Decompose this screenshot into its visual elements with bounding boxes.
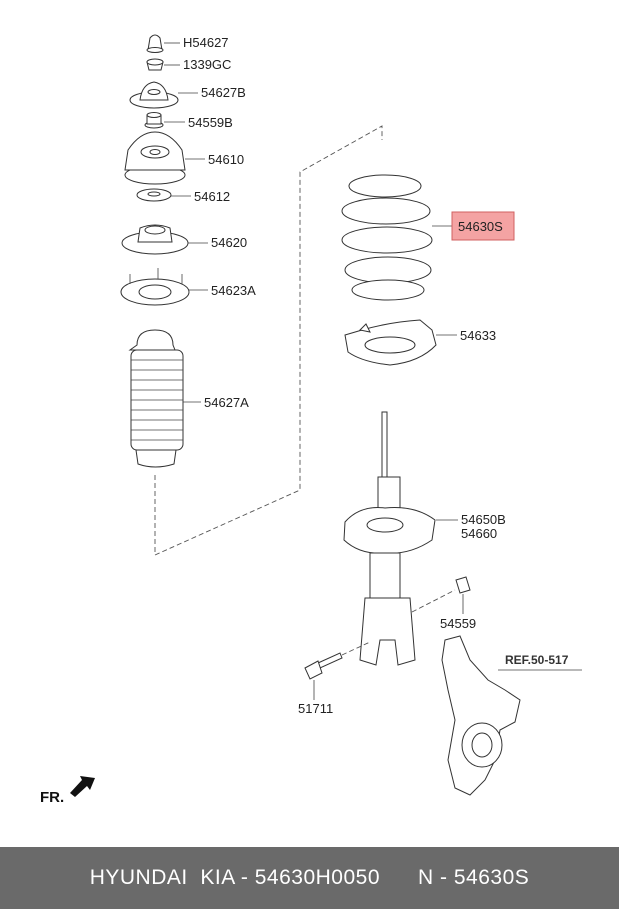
- parts-diagram: H54627 1339GC 54627B 54559B 54610 54612: [40, 34, 582, 806]
- label-54627a: 54627A: [204, 395, 249, 410]
- label-54559: 54559: [440, 616, 476, 631]
- upper-spring-seat-part: [120, 268, 190, 306]
- coil-spring-part: [341, 174, 433, 301]
- label-1339gc: 1339GC: [183, 57, 231, 72]
- strut-bearing-part: [121, 224, 189, 255]
- bolt-part: [304, 652, 343, 680]
- label-54623a: 54623A: [211, 283, 256, 298]
- label-54650b: 54650B: [461, 512, 506, 527]
- dust-boot-part: [128, 329, 184, 468]
- nut-part: [146, 58, 164, 71]
- flange-nut-part: [144, 112, 164, 129]
- label-ref: REF.50-517: [505, 653, 569, 667]
- label-54559b: 54559B: [188, 115, 233, 130]
- footer-part-number: HYUNDAI KIA - 54630H0050: [89, 866, 381, 889]
- label-54627b: 54627B: [201, 85, 246, 100]
- label-54610: 54610: [208, 152, 244, 167]
- bearing-washer-part: [136, 188, 172, 202]
- lower-spring-seat-part: [344, 319, 437, 366]
- bump-cap-part: [146, 34, 164, 53]
- footer-spacer: [380, 866, 418, 890]
- label-54612: 54612: [194, 189, 230, 204]
- hex-nut-part: [455, 576, 471, 594]
- footer-part-code: N - 54630S: [418, 866, 530, 889]
- label-54633: 54633: [460, 328, 496, 343]
- highlight-box-54630s: [451, 211, 515, 241]
- strut-assembly-part: [343, 411, 436, 666]
- front-direction-arrow-icon: [70, 776, 95, 797]
- label-54620: 54620: [211, 235, 247, 250]
- washer-plate-part: [129, 81, 179, 109]
- label-h54627: H54627: [183, 35, 229, 50]
- label-54660: 54660: [461, 526, 497, 541]
- strut-mount-part: [124, 131, 186, 185]
- steering-knuckle-part: [441, 635, 521, 796]
- label-54630s: 54630S: [458, 219, 503, 234]
- front-direction-label: FR.: [40, 789, 64, 806]
- footer-bar: HYUNDAI KIA - 54630H0050 N - 54630S: [0, 847, 619, 909]
- alignment-dashed-line: [154, 125, 383, 556]
- label-51711: 51711: [298, 701, 333, 716]
